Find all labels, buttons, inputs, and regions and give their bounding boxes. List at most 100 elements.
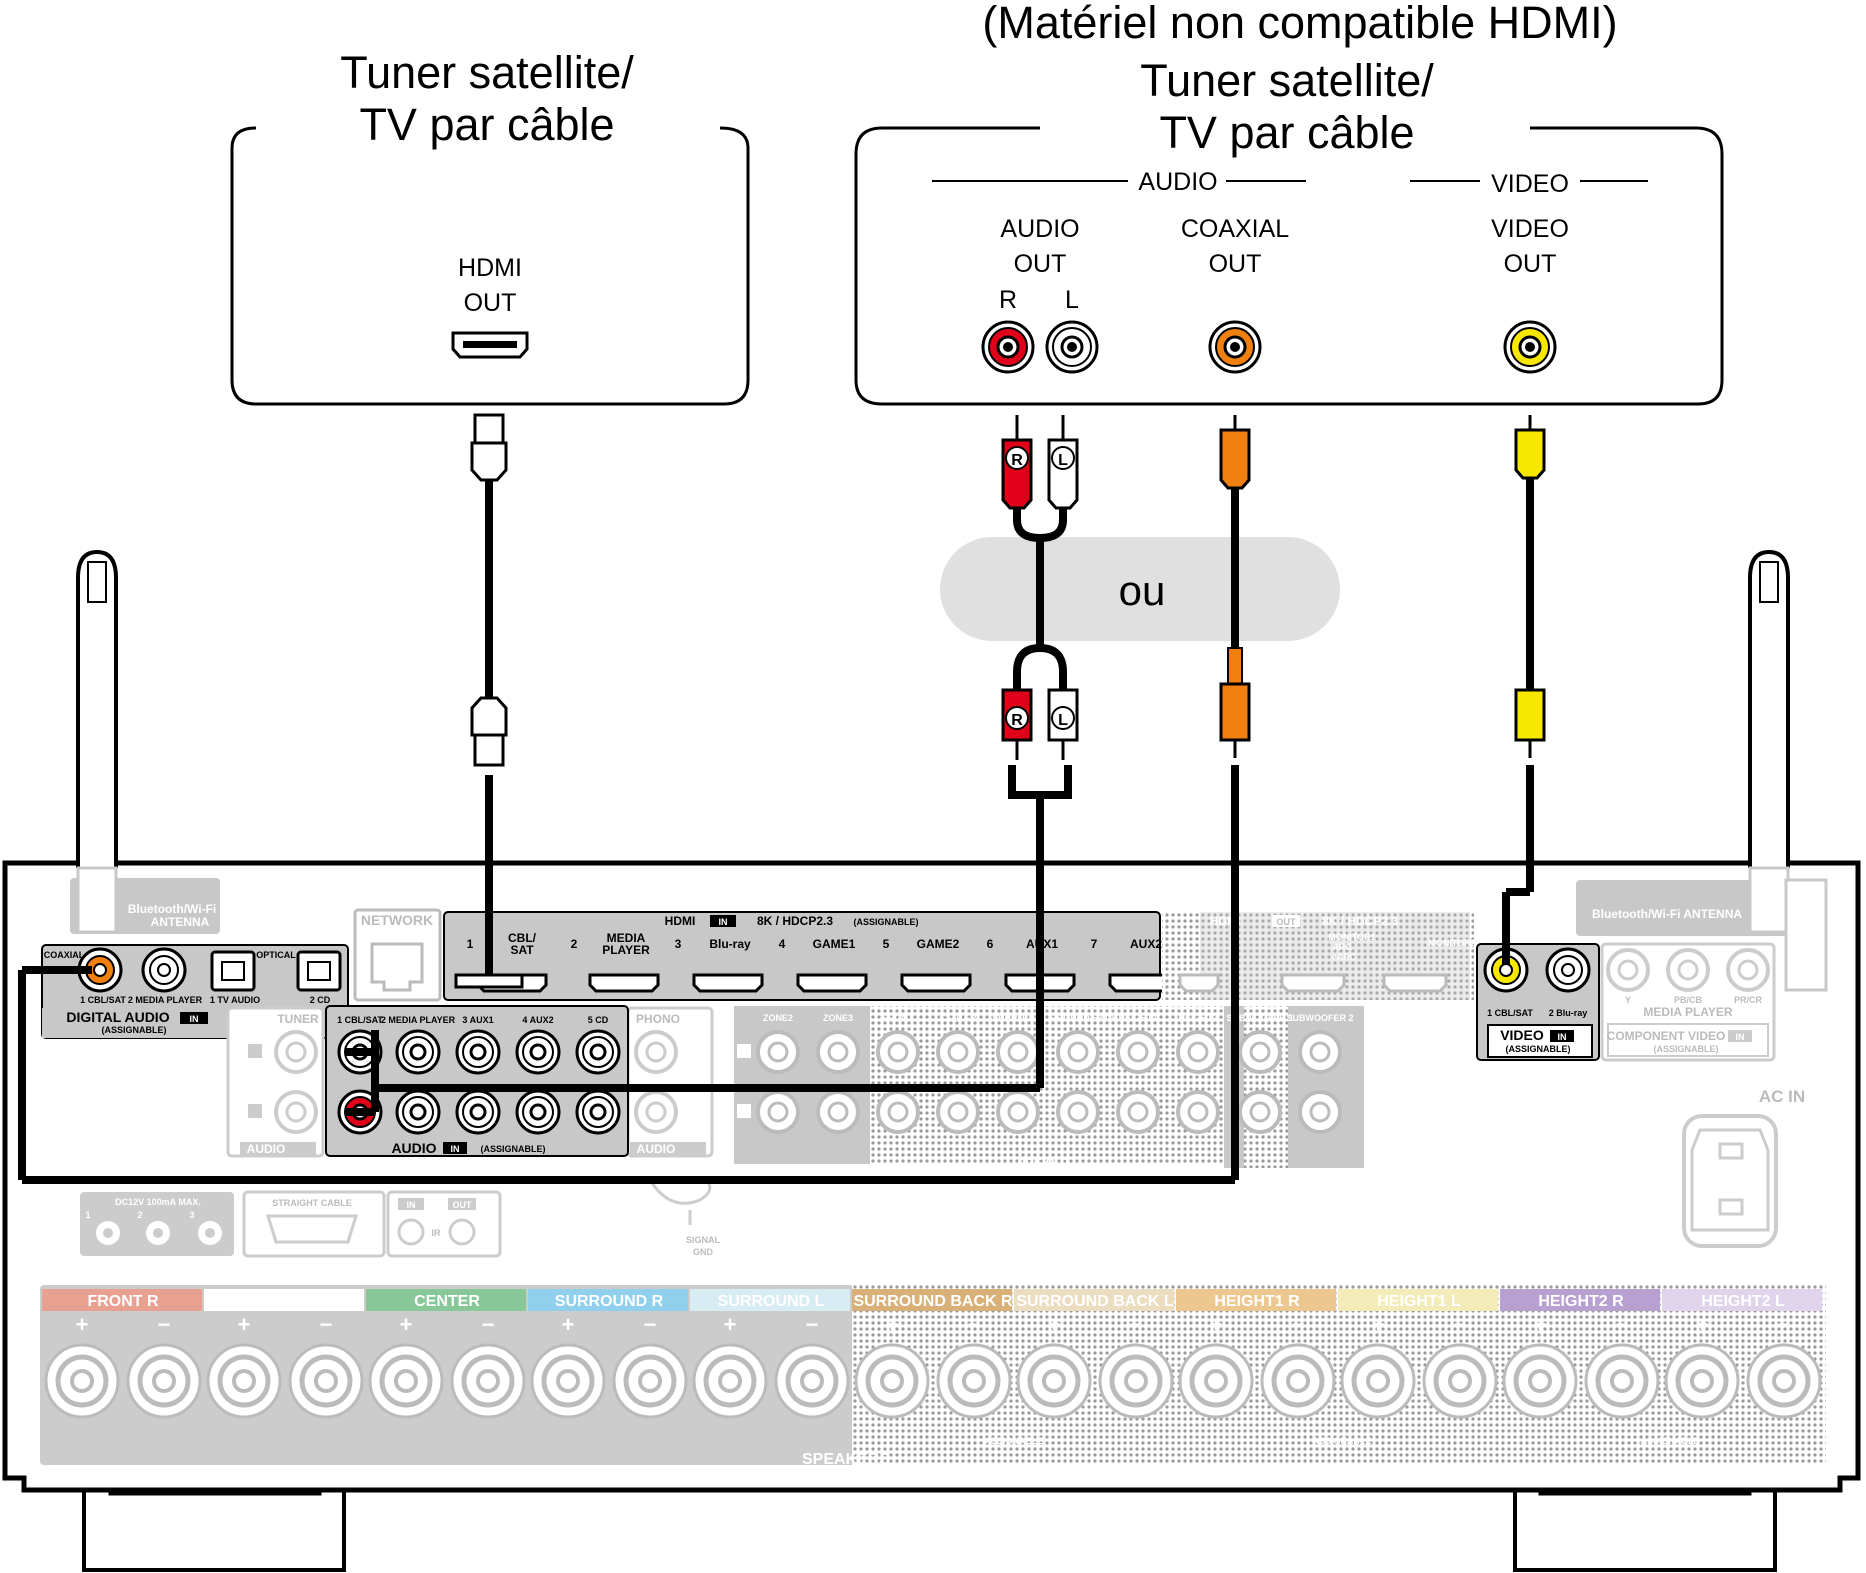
hdmi-in-port-icon (588, 973, 660, 993)
hdmi-out-arc: ARC (1332, 942, 1352, 952)
pre-out-label: SUBWOOFER 2 (1286, 1013, 1353, 1023)
speaker-terminal-core (718, 1369, 742, 1393)
speaker-label: SURROUND R (555, 1293, 664, 1310)
speaker-label: HEIGHT1 L (1377, 1293, 1461, 1310)
speaker-label-bar (690, 1289, 850, 1311)
tuner-label: TUNER (277, 1012, 319, 1026)
hdmi-in-name: CBL/ (508, 931, 537, 945)
speaker-polarity: + (1534, 1312, 1547, 1337)
speaker-terminal-core (962, 1369, 986, 1393)
speaker-polarity: − (320, 1312, 333, 1337)
hdmi-in-name: GAME2 (917, 937, 960, 951)
component-pb: PB/CB (1674, 995, 1703, 1005)
left-device-title-line1: Tuner satellite/ (340, 47, 634, 98)
hdmi-in-port-icon (796, 973, 868, 993)
speaker-polarity: − (482, 1312, 495, 1337)
pre-out-jack-pin (887, 1101, 909, 1123)
speaker-label: HEIGHT2 R (1538, 1293, 1624, 1310)
speaker-label-bar (1662, 1289, 1822, 1311)
speaker-label: FRONT L (250, 1293, 320, 1310)
hdmi-in-title: HDMI (665, 914, 696, 928)
hdmi-out-label-1: HDMI (458, 254, 522, 282)
trigger-3: 3 (189, 1210, 194, 1220)
speaker-terminal-core (232, 1369, 256, 1393)
component-title: COMPONENT VIDEO (1607, 1029, 1726, 1043)
speaker-terminal-core (556, 1369, 580, 1393)
hdmi-out-badge: OUT (1277, 917, 1297, 927)
speaker-label: FRONT R (87, 1293, 159, 1310)
hdmi-in-port-icon (900, 973, 972, 993)
pre-out-label: FRONT (883, 1013, 914, 1023)
hdmi-out-panel: HDMI OUT 8K / HDCP2.3 MONITOR1 ARC eARC … (1162, 912, 1476, 1000)
pre-out-jack-pin (1249, 1101, 1271, 1123)
speaker-terminal-core (314, 1369, 338, 1393)
audio-out-label-1: AUDIO (1000, 215, 1079, 243)
component-badge: IN (1736, 1032, 1745, 1042)
pre-out-jack-pin (1067, 1041, 1089, 1063)
hdmi-in-name: Blu-ray (709, 937, 751, 951)
speakers-title: SPEAKERS (802, 1451, 890, 1468)
speaker-polarity: + (724, 1312, 737, 1337)
pre-out-label: HEIGHT2 (1178, 1013, 1217, 1023)
audio-in-jack-pin (589, 1043, 607, 1061)
speaker-label-bar (852, 1289, 1012, 1311)
speaker-terminal-core (1448, 1369, 1472, 1393)
ir-panel: IN OUT IR (386, 1190, 502, 1258)
pre-out-label: ZONE3 (823, 1013, 853, 1023)
video-out-label-1: VIDEO (1491, 215, 1569, 243)
pre-out-label: ZONE2 (763, 1013, 793, 1023)
speaker-polarity: − (1778, 1312, 1791, 1337)
hdmi-in-number: 6 (987, 937, 994, 951)
bt-antenna-left-2: ANTENNA (151, 915, 210, 929)
pre-out-r-badge (737, 1104, 751, 1118)
audio-out-label-2: OUT (1014, 250, 1067, 278)
speaker-label: CENTER (414, 1293, 480, 1310)
l-label: L (1065, 286, 1079, 314)
hdmi-out-label-2: OUT (464, 289, 517, 317)
digital-audio-title: DIGITAL AUDIO (66, 1009, 169, 1025)
speaker-polarity: − (1130, 1312, 1143, 1337)
hdmi-out-spec: 8K / HDCP2.3 (1322, 914, 1398, 928)
speaker-terminal-core (1204, 1369, 1228, 1393)
speaker-label: SURROUND BACK L (1016, 1293, 1174, 1310)
digital-optical-label: OPTICAL (256, 950, 296, 960)
speaker-polarity: − (1292, 1312, 1305, 1337)
audio-in-jack-pin (469, 1103, 487, 1121)
speaker-label: SURROUND L (718, 1293, 825, 1310)
speaker-polarity: + (1048, 1312, 1061, 1337)
hdmi-out-earc: eARC (1332, 952, 1357, 962)
hdmi-in-spec: 8K / HDCP2.3 (757, 914, 833, 928)
component-video-panel: Y PB/CB PR/CR MEDIA PLAYER COMPONENT VID… (1600, 942, 1776, 1062)
ac-in-socket: AC IN (1682, 1087, 1805, 1248)
right-source-device: AUDIO VIDEO AUDIO OUT R L COAXIAL OUT VI… (854, 126, 1724, 406)
speaker-polarity: + (76, 1312, 89, 1337)
audio-in-badge: IN (451, 1144, 460, 1154)
audio-in-jack-label: 2 MEDIA PLAYER (381, 1015, 456, 1025)
left-source-device: HDMI OUT (230, 126, 750, 406)
pre-out-jack-pin (767, 1101, 789, 1123)
speaker-label: SURROUND BACK R (853, 1293, 1013, 1310)
rs232-label: STRAIGHT CABLE (272, 1198, 352, 1208)
av-receiver: Bluetooth/Wi-Fi ANTENNA Bluetooth/Wi-Fi … (2, 549, 1861, 1572)
component-group: MEDIA PLAYER (1643, 1005, 1732, 1019)
pre-out-l-badge (737, 1044, 751, 1058)
hdmi-in-number: 4 (779, 937, 786, 951)
rs232-panel: STRAIGHT CABLE (242, 1190, 386, 1258)
audio-in-jack-pin (409, 1103, 427, 1121)
speaker-terminal-core (1124, 1369, 1148, 1393)
audio-in-jack-label: 4 AUX2 (522, 1015, 553, 1025)
non-hdmi-note: (Matériel non compatible HDMI) (982, 0, 1617, 48)
video-in-jack-1: 1 CBL/SAT (1487, 1008, 1533, 1018)
audio-in-jack-pin (589, 1103, 607, 1121)
hdmi-in-name: GAME1 (813, 937, 856, 951)
composite-video-cable (1502, 415, 1546, 965)
hdmi-cable (454, 413, 524, 989)
speaker-label-bar (1014, 1289, 1174, 1311)
pre-out-jack-pin (1249, 1041, 1271, 1063)
component-y: Y (1625, 995, 1631, 1005)
speakers-panel: FRONT R+−FRONT L+−CENTER+−SURROUND R+−SU… (40, 1285, 1826, 1468)
coaxial-out-label-2: OUT (1209, 250, 1262, 278)
hdmi-out-monitor1: MONITOR1 (1328, 932, 1375, 942)
signal-gnd-1: SIGNAL (686, 1235, 721, 1245)
